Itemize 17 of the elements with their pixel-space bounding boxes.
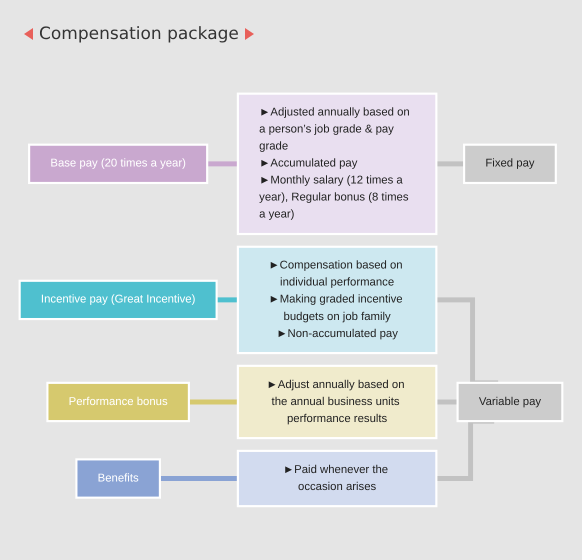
node-box: Fixed pay (463, 144, 557, 184)
node-box: Base pay (20 times a year) (28, 144, 208, 184)
node-box: Benefits (75, 458, 161, 499)
connector (188, 400, 238, 405)
connector (436, 161, 464, 166)
connector (207, 161, 238, 166)
node-box: Variable pay (456, 382, 564, 422)
node-box: ►Paid whenever the occasion arises (236, 450, 438, 508)
node-box: ►Compensation based on individual performance ►Making graded incentive budgets on job family ►Non-accumulated pay (236, 246, 438, 354)
node-box: ►Adjusted annually based on a person’s job grade & pay grade ►Accumulated pay ►Monthly salary (12 times a year), Regular bonus (8 times a year) (236, 92, 438, 236)
node-box: Incentive pay (Great Incentive) (18, 280, 218, 320)
node-box: ►Adjust annually based on the annual business units performance results (236, 364, 438, 440)
connector (216, 298, 238, 302)
connector (160, 476, 238, 482)
node-box: Performance bonus (46, 382, 190, 422)
connector (436, 400, 458, 405)
title: Compensation package (39, 24, 239, 44)
